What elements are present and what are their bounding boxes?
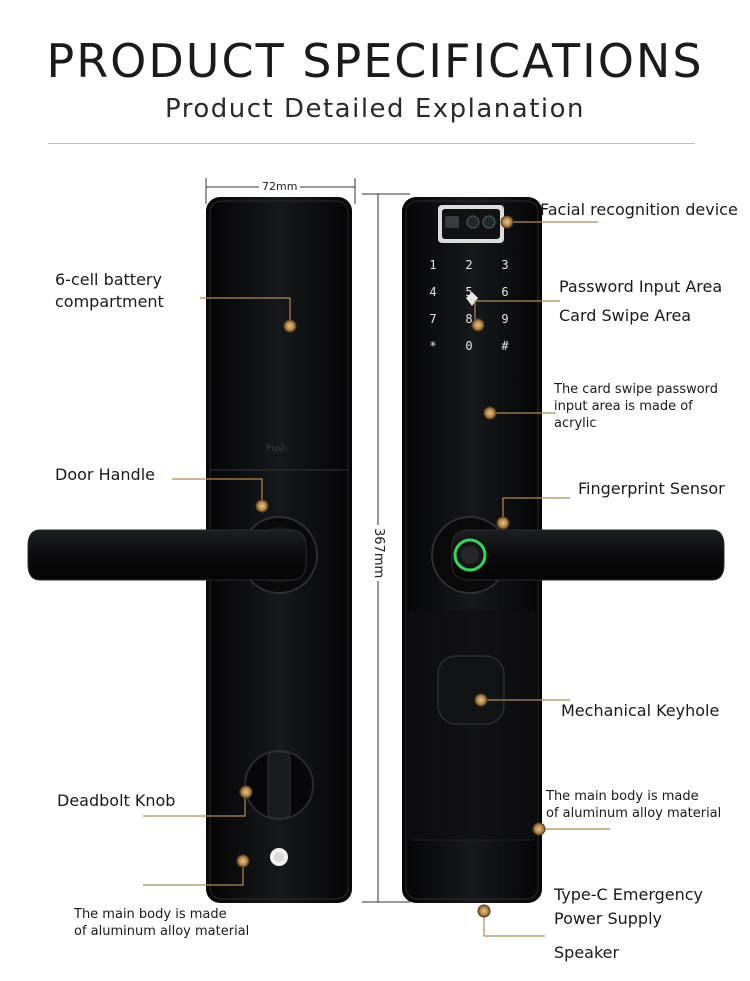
label-acrylic: The card swipe password input area is ma… bbox=[554, 382, 719, 431]
keypad-key: # bbox=[501, 339, 509, 353]
label-typec-power: Type-C Emergency Power Supply bbox=[554, 885, 704, 928]
back-panel bbox=[27, 197, 352, 903]
keypad-key: 0 bbox=[465, 339, 473, 353]
keypad-key: 8 bbox=[465, 312, 473, 326]
leader-lines bbox=[143, 221, 610, 937]
keypad-key: 3 bbox=[501, 258, 509, 272]
keypad-key: 5 bbox=[465, 285, 473, 299]
callout-dots bbox=[236, 215, 546, 918]
page-title: PRODUCT SPECIFICATIONS bbox=[46, 34, 704, 88]
label-front-body-material: The main body is made of aluminum alloy … bbox=[546, 789, 722, 821]
keypad-key: 4 bbox=[429, 285, 437, 299]
height-dimension-label: 367mm bbox=[371, 525, 386, 582]
keypad-key: 7 bbox=[429, 312, 437, 326]
label-facial-recognition: Facial recognition device bbox=[540, 200, 738, 219]
label-deadbolt-knob: Deadbolt Knob bbox=[57, 791, 176, 810]
title-divider bbox=[48, 143, 695, 144]
label-fingerprint-sensor: Fingerprint Sensor bbox=[578, 479, 725, 498]
keypad-key: * bbox=[429, 339, 437, 353]
label-speaker: Speaker bbox=[554, 943, 620, 962]
label-mechanical-keyhole: Mechanical Keyhole bbox=[561, 701, 720, 720]
keypad-key: 1 bbox=[429, 258, 437, 272]
label-battery-compartment: 6-cell battery compartment bbox=[55, 270, 164, 311]
label-password-input-area: Password Input Area bbox=[559, 277, 723, 296]
front-panel bbox=[402, 197, 725, 903]
label-back-body-material: The main body is made of aluminum alloy … bbox=[74, 907, 250, 939]
label-card-swipe-area: Card Swipe Area bbox=[559, 306, 692, 325]
keypad-key: 9 bbox=[501, 312, 509, 326]
keypad: 1 2 3 4 5 6 7 8 9 * 0 # bbox=[423, 258, 525, 358]
keypad-key: 2 bbox=[465, 258, 473, 272]
label-door-handle: Door Handle bbox=[55, 465, 155, 484]
page-subtitle: Product Detailed Explanation bbox=[164, 94, 586, 124]
width-dimension-label: 72mm bbox=[259, 180, 301, 193]
keypad-key: 6 bbox=[501, 285, 509, 299]
push-engraving: Push bbox=[266, 444, 288, 454]
